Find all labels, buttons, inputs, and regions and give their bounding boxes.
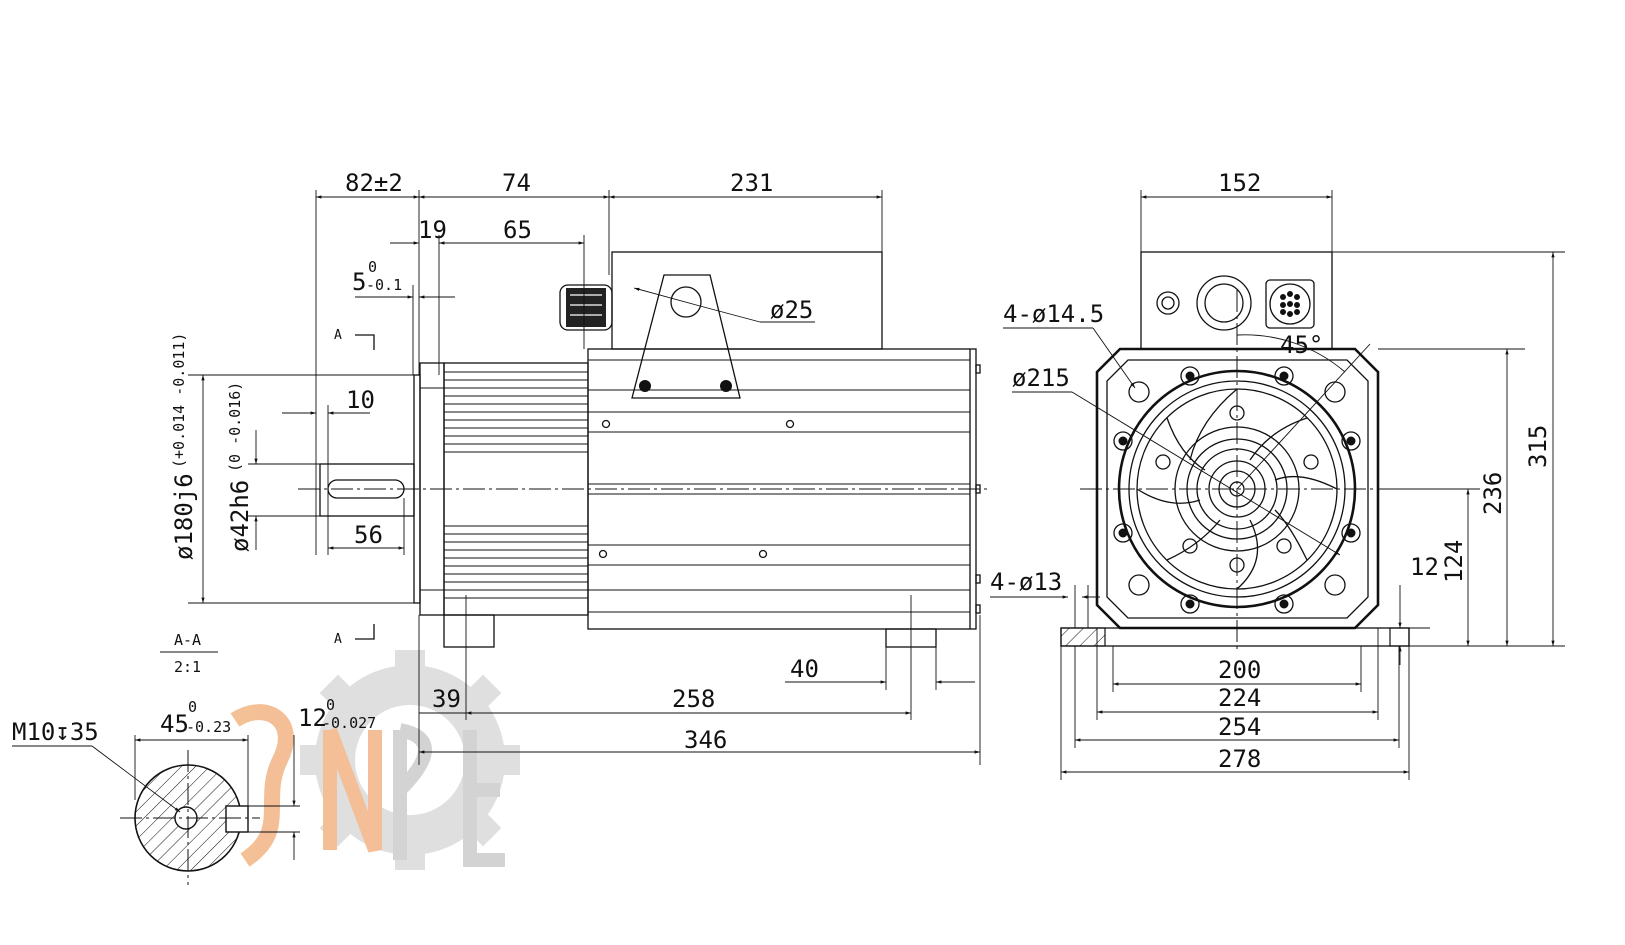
- dim-d215: ø215: [1012, 364, 1070, 392]
- key-slot: [225, 805, 249, 833]
- dim-200: 200: [1218, 656, 1261, 684]
- box-bolt: [1156, 291, 1180, 315]
- dim-56: 56: [354, 521, 383, 549]
- watermark-logo: [230, 650, 520, 870]
- dim-10: 10: [346, 386, 375, 414]
- rear-body-ribs: [588, 359, 970, 613]
- dim-82: 82±2: [345, 169, 403, 197]
- terminal-box: [611, 251, 883, 350]
- dim-40: 40: [790, 655, 819, 683]
- foot-front: [443, 614, 495, 648]
- cable-gland: [559, 284, 613, 331]
- dim-224: 224: [1218, 684, 1261, 712]
- dim-12-front: 12: [1410, 553, 1439, 581]
- dim-d180-tol: (+0.014 -0.011): [170, 333, 188, 468]
- dim-258: 258: [672, 685, 715, 713]
- shaft: [319, 463, 415, 517]
- dim-12-upper: 0: [326, 696, 335, 714]
- front-cable-gland: [1196, 275, 1252, 331]
- base-plate: [1060, 627, 1410, 647]
- dim-346: 346: [684, 726, 727, 754]
- dim-45-lower: -0.23: [186, 718, 231, 736]
- connector-socket: [1265, 279, 1315, 329]
- dim-12-lower: -0.027: [322, 714, 376, 732]
- dim-d25: ø25: [770, 296, 813, 324]
- dim-236: 236: [1479, 472, 1507, 515]
- section-scale: 2:1: [174, 658, 201, 676]
- dim-278: 278: [1218, 745, 1261, 773]
- section-title: A-A: [174, 631, 201, 649]
- dim-45: 45: [160, 710, 189, 738]
- section-mark-top: A: [334, 328, 342, 343]
- dim-19: 19: [418, 216, 447, 244]
- side-view: 82±2 74 231 19 65 5 0 -0.1 A A 10 56: [170, 169, 990, 765]
- section-mark-bottom: A: [334, 632, 342, 647]
- dim-5: 5: [352, 268, 366, 296]
- dim-124: 124: [1440, 540, 1468, 583]
- dim-39: 39: [432, 685, 461, 713]
- dim-231: 231: [730, 169, 773, 197]
- front-view: 152 4-ø14.5 ø215 45° 4-ø13 315 236 124: [990, 169, 1565, 780]
- dim-angle: 45°: [1280, 331, 1323, 359]
- thread-spec: M10↧35: [12, 718, 99, 746]
- corner-holes: [1128, 381, 1346, 596]
- dim-152: 152: [1218, 169, 1261, 197]
- dim-holes-bottom: 4-ø13: [990, 568, 1062, 596]
- flange-ring: [1117, 369, 1357, 609]
- cooling-fins-front: [444, 371, 588, 599]
- dim-65: 65: [503, 216, 532, 244]
- dim-5-lower: -0.1: [366, 276, 402, 294]
- section-a-a: A-A 2:1 M10↧35 45 0 -0.23 12 0 -0.027: [12, 631, 376, 885]
- lifting-eye: [631, 274, 741, 399]
- front-bolts: [1113, 366, 1361, 614]
- dim-d180: ø180j6: [170, 473, 198, 560]
- dim-74: 74: [502, 169, 531, 197]
- dim-d42: ø42h6: [226, 480, 254, 552]
- dim-45-upper: 0: [188, 698, 197, 716]
- dim-5-upper: 0: [368, 258, 377, 276]
- dim-holes-top: 4-ø14.5: [1003, 300, 1104, 328]
- dim-254: 254: [1218, 713, 1261, 741]
- dim-d42-tol: (0 -0.016): [226, 382, 244, 472]
- dim-12: 12: [298, 704, 327, 732]
- dim-315: 315: [1524, 425, 1552, 468]
